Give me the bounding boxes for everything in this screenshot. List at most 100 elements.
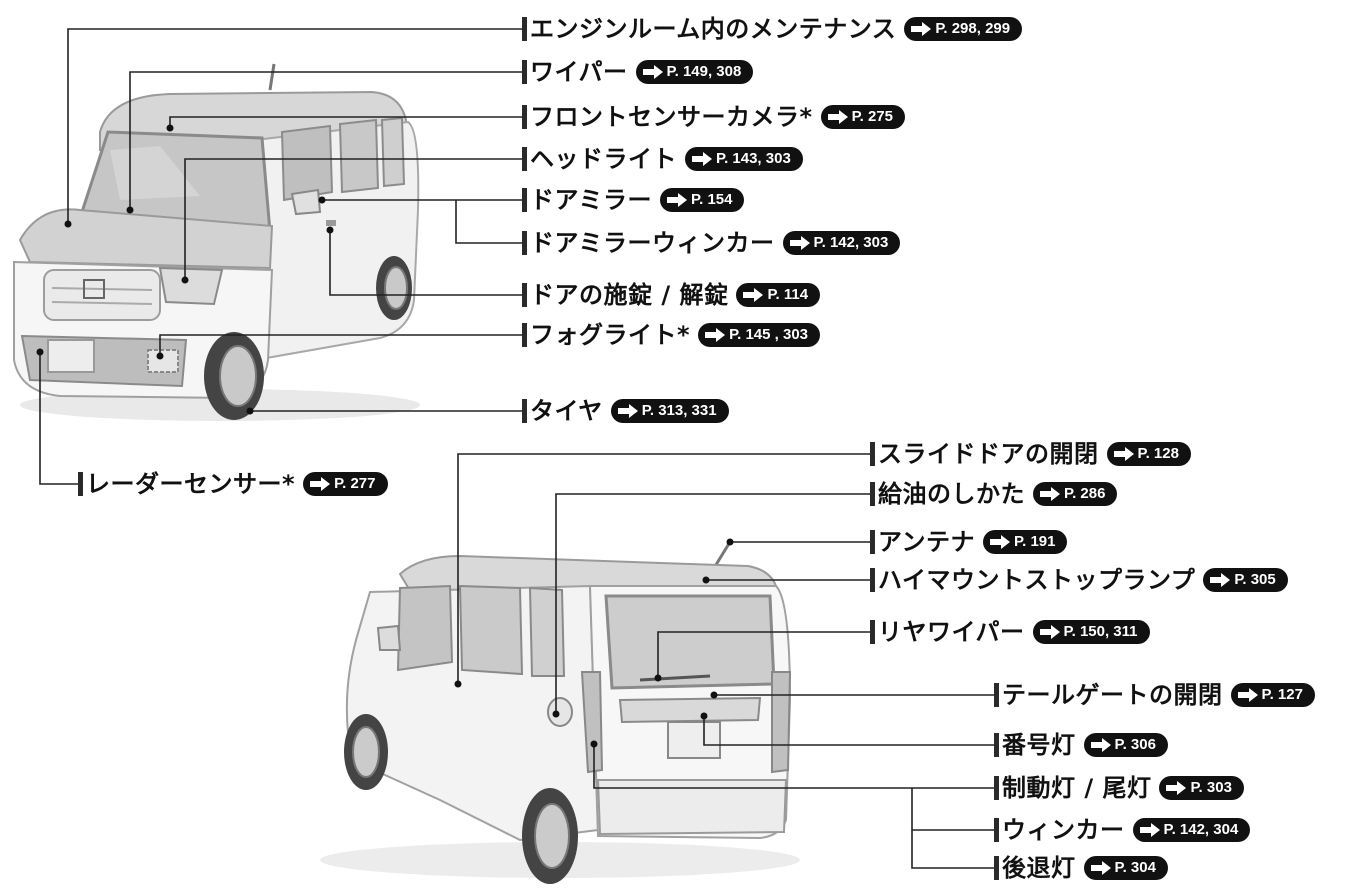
page-ref-link[interactable]: P. 305 xyxy=(1203,568,1287,592)
page-ref-text: P. 313, 331 xyxy=(642,397,717,425)
page-ref-link[interactable]: P. 143, 303 xyxy=(685,147,803,171)
arrow-right-icon xyxy=(1039,625,1061,639)
arrow-right-icon xyxy=(989,535,1011,549)
page-ref-link[interactable]: P. 303 xyxy=(1159,776,1243,800)
page-ref-text: P. 306 xyxy=(1115,731,1156,759)
callout-label: フォグライト* xyxy=(530,321,690,349)
callout-door-lock: ドアの施錠 / 解錠 P. 114 xyxy=(522,281,820,309)
page-ref-text: P. 149, 308 xyxy=(667,58,742,86)
arrow-right-icon xyxy=(827,110,849,124)
callout-label: エンジンルーム内のメンテナンス xyxy=(530,15,896,43)
bar-marker xyxy=(522,17,527,41)
bar-marker xyxy=(870,482,875,506)
bar-marker xyxy=(522,323,527,347)
callout-label: ドアの施錠 / 解錠 xyxy=(530,281,728,309)
page-ref-text: P. 145 , 303 xyxy=(729,321,808,349)
bar-marker xyxy=(994,818,999,842)
page-ref-link[interactable]: P. 154 xyxy=(660,188,744,212)
page-ref-link[interactable]: P. 313, 331 xyxy=(611,399,729,423)
callout-slide-door: スライドドアの開閉 P. 128 xyxy=(870,440,1191,468)
page-ref-link[interactable]: P. 142, 303 xyxy=(783,231,901,255)
bar-marker xyxy=(78,472,83,496)
page-ref-link[interactable]: P. 150, 311 xyxy=(1033,620,1150,644)
callout-label: ハイマウントストップランプ xyxy=(878,566,1195,594)
arrow-right-icon xyxy=(1113,447,1135,461)
callout-rear-wiper: リヤワイパー P. 150, 311 xyxy=(870,618,1150,646)
bar-marker xyxy=(870,568,875,592)
callout-label: ヘッドライト xyxy=(530,145,677,173)
arrow-right-icon xyxy=(910,22,932,36)
page-ref-link[interactable]: P. 128 xyxy=(1107,442,1191,466)
callout-headlight: ヘッドライト P. 143, 303 xyxy=(522,145,803,173)
bar-marker xyxy=(994,776,999,800)
page-ref-text: P. 127 xyxy=(1262,681,1303,709)
arrow-right-icon xyxy=(1039,487,1061,501)
arrow-right-icon xyxy=(1209,573,1231,587)
callout-label: ウィンカー xyxy=(1002,816,1125,844)
page-ref-text: P. 142, 303 xyxy=(814,229,889,257)
callout-label: テールゲートの開閉 xyxy=(1002,681,1223,709)
callout-front-sensor-camera: フロントセンサーカメラ* P. 275 xyxy=(522,103,905,131)
arrow-right-icon xyxy=(642,65,664,79)
callout-tire: タイヤ P. 313, 331 xyxy=(522,397,729,425)
callout-label: アンテナ xyxy=(878,528,975,556)
page-ref-text: P. 143, 303 xyxy=(716,145,791,173)
callout-label: 給油のしかた xyxy=(878,480,1025,508)
callout-door-mirror: ドアミラー P. 154 xyxy=(522,186,744,214)
page-ref-link[interactable]: P. 277 xyxy=(303,472,387,496)
page-ref-link[interactable]: P. 275 xyxy=(821,105,905,129)
page-ref-link[interactable]: P. 306 xyxy=(1084,733,1168,757)
arrow-right-icon xyxy=(1165,781,1187,795)
callout-label: レーダーセンサー* xyxy=(86,470,295,498)
page-ref-link[interactable]: P. 298, 299 xyxy=(904,17,1022,41)
page-ref-link[interactable]: P. 286 xyxy=(1033,482,1117,506)
page-ref-text: P. 142, 304 xyxy=(1164,816,1239,844)
callout-label: 番号灯 xyxy=(1002,731,1076,759)
bar-marker xyxy=(994,856,999,880)
callout-door-mirror-winker: ドアミラーウィンカー P. 142, 303 xyxy=(522,229,900,257)
bar-marker xyxy=(522,105,527,129)
bar-marker xyxy=(994,733,999,757)
bar-marker xyxy=(870,530,875,554)
callout-antenna: アンテナ P. 191 xyxy=(870,528,1067,556)
arrow-right-icon xyxy=(691,152,713,166)
callout-fog-light: フォグライト* P. 145 , 303 xyxy=(522,321,820,349)
page-ref-text: P. 191 xyxy=(1014,528,1055,556)
page-ref-text: P. 275 xyxy=(852,103,893,131)
callout-refuel: 給油のしかた P. 286 xyxy=(870,480,1117,508)
bar-marker xyxy=(994,683,999,707)
arrow-right-icon xyxy=(309,477,331,491)
page-ref-link[interactable]: P. 304 xyxy=(1084,856,1168,880)
arrow-right-icon xyxy=(789,236,811,250)
page-ref-link[interactable]: P. 149, 308 xyxy=(636,60,754,84)
arrow-right-icon xyxy=(1090,861,1112,875)
bar-marker xyxy=(522,399,527,423)
bar-marker xyxy=(522,231,527,255)
page-ref-link[interactable]: P. 114 xyxy=(736,283,820,307)
bar-marker xyxy=(522,147,527,171)
callout-label: スライドドアの開閉 xyxy=(878,440,1099,468)
page-ref-link[interactable]: P. 145 , 303 xyxy=(698,323,820,347)
callout-label: ドアミラー xyxy=(530,186,652,214)
page-ref-link[interactable]: P. 127 xyxy=(1231,683,1315,707)
page-ref-text: P. 286 xyxy=(1064,480,1105,508)
arrow-right-icon xyxy=(1237,688,1259,702)
arrow-right-icon xyxy=(742,288,764,302)
page-ref-link[interactable]: P. 142, 304 xyxy=(1133,818,1251,842)
page-ref-link[interactable]: P. 191 xyxy=(983,530,1067,554)
page-ref-text: P. 304 xyxy=(1115,854,1156,882)
callout-radar-sensor: レーダーセンサー* P. 277 xyxy=(78,470,388,498)
callout-wiper: ワイパー P. 149, 308 xyxy=(522,58,753,86)
page-ref-text: P. 303 xyxy=(1190,774,1231,802)
callout-reverse-light: 後退灯 P. 304 xyxy=(994,854,1168,882)
page-ref-text: P. 154 xyxy=(691,186,732,214)
arrow-right-icon xyxy=(617,404,639,418)
page-ref-text: P. 114 xyxy=(767,281,808,309)
callout-winker: ウィンカー P. 142, 304 xyxy=(994,816,1250,844)
arrow-right-icon xyxy=(1139,823,1161,837)
bar-marker xyxy=(522,283,527,307)
callout-label: フロントセンサーカメラ* xyxy=(530,103,813,131)
callout-brake-tail-light: 制動灯 / 尾灯 P. 303 xyxy=(994,774,1244,802)
page-ref-text: P. 298, 299 xyxy=(935,15,1010,43)
page-ref-text: P. 128 xyxy=(1138,440,1179,468)
